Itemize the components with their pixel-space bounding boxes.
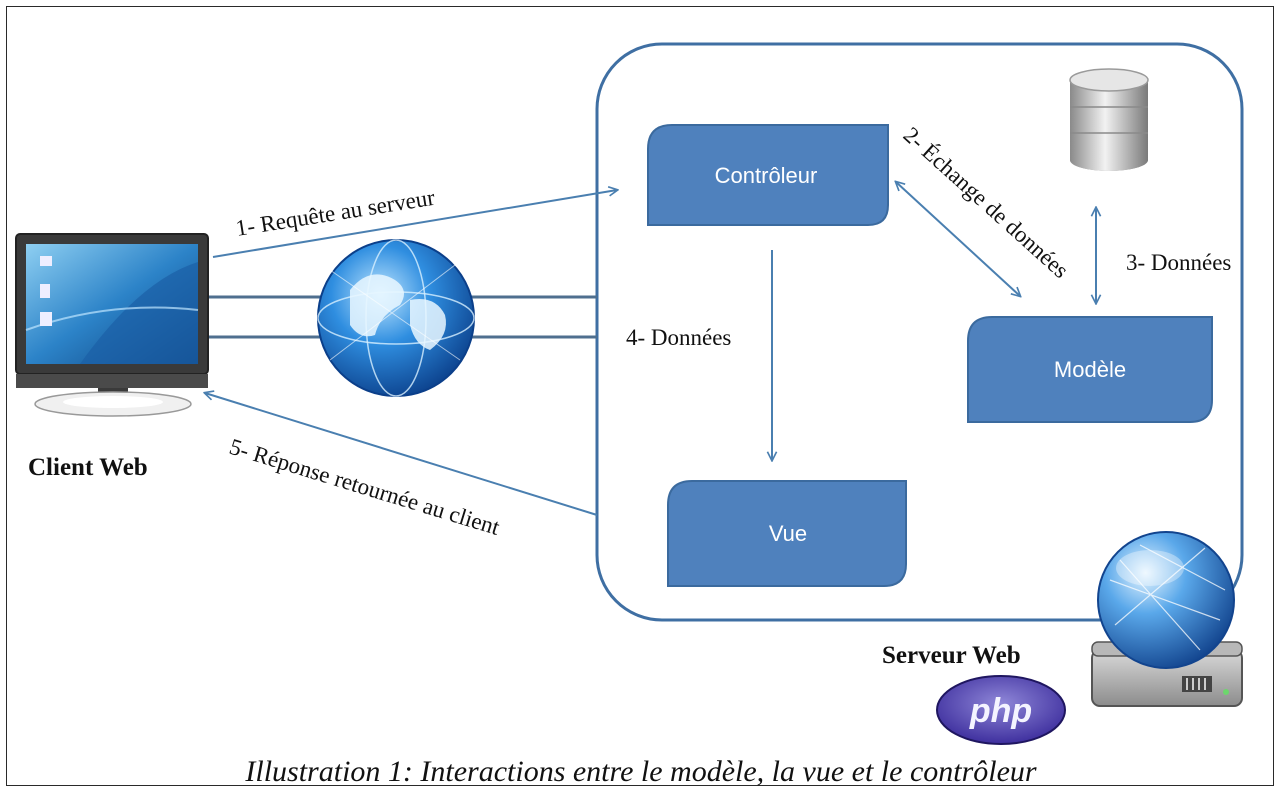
label-requete: 1- Requête au serveur: [234, 185, 437, 241]
php-logo-text: php: [969, 692, 1032, 730]
php-logo: php: [936, 675, 1066, 745]
vue-box: Vue: [667, 480, 907, 587]
client-computer-icon: [15, 233, 209, 417]
label-reponse: 5- Réponse retournée au client: [227, 434, 504, 540]
controleur-box: Contrôleur: [647, 124, 889, 226]
modele-box: Modèle: [967, 316, 1213, 423]
internet-globe-icon: [317, 239, 475, 397]
modele-label: Modèle: [1054, 357, 1126, 382]
server-container: [595, 42, 1244, 622]
label-donnees-vue: 4- Données: [626, 325, 731, 350]
web-server-icon: [1091, 531, 1243, 707]
controleur-label: Contrôleur: [715, 163, 818, 188]
label-echange: 2- Échange de données: [899, 122, 1074, 283]
arrow-echange: [896, 182, 1020, 296]
vue-label: Vue: [769, 521, 807, 546]
arrow-requete: [212, 190, 617, 258]
client-web-label: Client Web: [28, 454, 148, 481]
label-donnees-db: 3- Données: [1126, 250, 1231, 275]
serveur-web-label: Serveur Web: [882, 642, 1021, 669]
arrow-reponse: [205, 393, 598, 516]
figure-caption: Illustration 1: Interactions entre le mo…: [244, 755, 1037, 788]
database-icon: [1069, 68, 1149, 171]
